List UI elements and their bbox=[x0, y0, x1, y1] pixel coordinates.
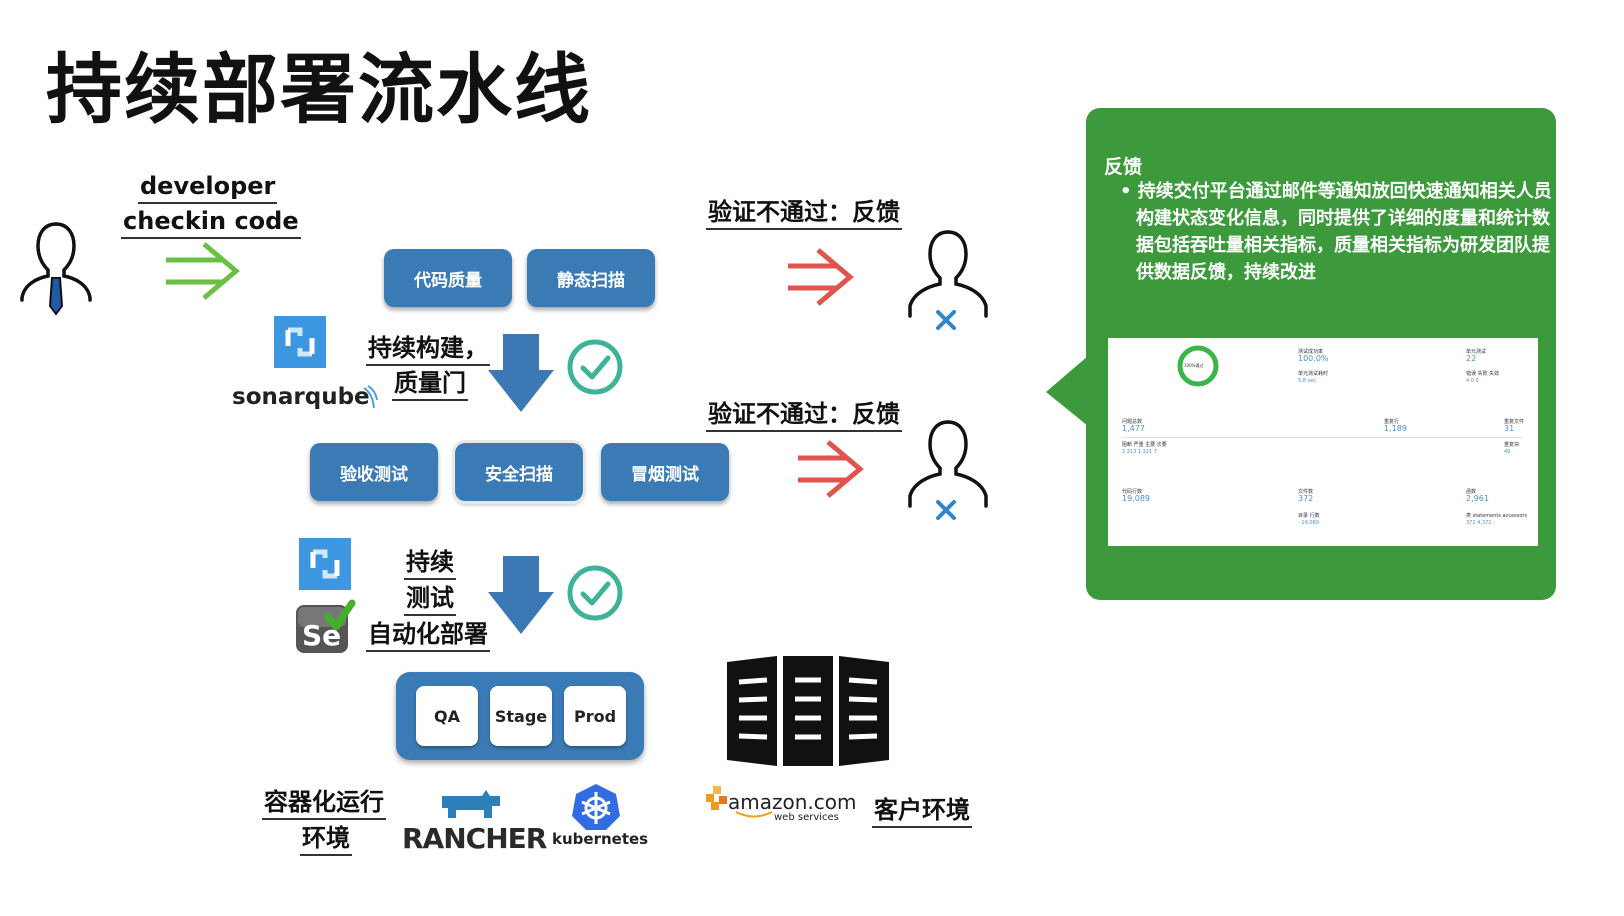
selenium-text: Se bbox=[302, 619, 341, 652]
page-title: 持续部署流水线 bbox=[46, 45, 592, 134]
kubernetes-helm-icon bbox=[572, 784, 620, 830]
fail-feedback-label-2: 验证不通过：反馈 bbox=[706, 400, 902, 432]
env-stage-tag: Stage bbox=[490, 686, 552, 746]
metric-label: 函数 bbox=[1466, 489, 1477, 495]
test-label-1: 持续 bbox=[404, 548, 456, 580]
aws-cubes-icon bbox=[706, 786, 727, 810]
feedback-panel: 反馈 • 持续交付平台通过邮件等通知放回快速通知相关人员构建状态变化信息，同时提… bbox=[1086, 108, 1556, 600]
acceptance-test-pill: 验收测试 bbox=[310, 443, 438, 501]
dashboard-divider bbox=[1122, 437, 1522, 438]
container-label-1: 容器化运行 bbox=[262, 788, 386, 820]
sonarqube-waves-icon bbox=[363, 385, 378, 409]
metric-label: 重复文件 bbox=[1504, 419, 1525, 425]
metric-value: 2,961 bbox=[1466, 494, 1489, 503]
red-arrow-2-icon bbox=[798, 440, 864, 498]
test-pass-gauge-icon bbox=[1177, 345, 1219, 387]
metric-sub-label: 重复块 bbox=[1504, 442, 1520, 448]
amazon-text: amazon.com bbox=[728, 790, 857, 814]
sonarqube-text: sonarqube bbox=[232, 384, 370, 410]
security-scan-pill: 安全扫描 bbox=[452, 440, 586, 504]
metric-value: 19,089 bbox=[1122, 494, 1150, 503]
down-arrow-2-icon bbox=[488, 556, 554, 634]
rejected-person-icon bbox=[908, 230, 988, 330]
feedback-text: • 持续交付平台通过邮件等通知放回快速通知相关人员构建状态变化信息，同时提供了详… bbox=[1120, 181, 1552, 283]
metric-label: 文件数 bbox=[1298, 489, 1314, 495]
code-quality-pill: 代码质量 bbox=[384, 249, 512, 307]
metric-sub-label: 类 statements accessors bbox=[1466, 513, 1528, 519]
ci-tool-logo-2-icon bbox=[299, 538, 351, 590]
metric-sub-value: 372 4,372 - bbox=[1466, 520, 1495, 526]
metric-value: 372 bbox=[1298, 494, 1314, 503]
metric-label: 测试成功率 bbox=[1298, 349, 1324, 355]
customer-env-label: 客户环境 bbox=[872, 796, 972, 828]
metric-value: 1,477 bbox=[1122, 424, 1145, 433]
rancher-cow-icon bbox=[442, 790, 500, 818]
feedback-title: 反馈 bbox=[1104, 156, 1143, 178]
smoke-test-pill: 冒烟测试 bbox=[601, 443, 729, 501]
metric-sub-value: 4 0 0 bbox=[1466, 378, 1479, 384]
metric-sub-label: 错误 失败 失效 bbox=[1466, 371, 1500, 377]
check-circle-icon bbox=[567, 339, 623, 395]
green-arrow-icon bbox=[166, 242, 240, 300]
metric-label: 代码行数 bbox=[1122, 489, 1143, 495]
metrics-dashboard: 100%通过 测试成功率 100.0% 单元测试耗时 5.8 sec 单元测试 … bbox=[1108, 338, 1538, 546]
metric-value: 22 bbox=[1466, 354, 1477, 363]
gauge-label: 100%通过 bbox=[1184, 363, 1204, 368]
metric-sub-value: 49 bbox=[1504, 449, 1511, 455]
env-qa-tag: QA bbox=[416, 686, 478, 746]
build-label-1: 持续构建， bbox=[366, 334, 490, 366]
developer-person-icon bbox=[20, 222, 92, 316]
red-arrow-icon bbox=[788, 248, 854, 306]
env-prod-tag: Prod bbox=[564, 686, 626, 746]
environment-box: QA Stage Prod bbox=[396, 672, 644, 760]
metric-sub-label: 阻断 严重 主要 次要 bbox=[1122, 442, 1167, 448]
sonarqube-logo: sonarqube bbox=[232, 384, 370, 410]
metric-sub-value: - 19,089 bbox=[1298, 520, 1319, 526]
metric-sub-value: 5.8 sec bbox=[1298, 378, 1316, 384]
rejected-person-2-icon bbox=[908, 420, 988, 520]
metric-value: 31 bbox=[1504, 424, 1515, 433]
test-label-2: 测试 bbox=[404, 584, 456, 616]
developer-label: developer bbox=[138, 172, 278, 204]
checkin-code-label: checkin code bbox=[121, 207, 301, 239]
metric-value: 1,189 bbox=[1384, 424, 1407, 433]
metric-value: 100.0% bbox=[1298, 354, 1329, 363]
selenium-logo-icon: Se bbox=[296, 599, 356, 653]
fail-feedback-label-1: 验证不通过：反馈 bbox=[706, 198, 902, 230]
amazon-smile-icon bbox=[735, 811, 773, 818]
feedback-body: 持续交付平台通过邮件等通知放回快速通知相关人员构建状态变化信息，同时提供了详细的… bbox=[1136, 181, 1552, 283]
aws-subtext: web services bbox=[774, 812, 839, 823]
down-arrow-icon bbox=[488, 334, 554, 412]
static-scan-pill: 静态扫描 bbox=[527, 249, 655, 307]
metric-sub-label: 目录 行数 bbox=[1298, 513, 1320, 519]
ci-tool-logo-icon bbox=[274, 316, 326, 368]
feedback-pointer bbox=[1046, 356, 1088, 426]
metric-sub-label: 单元测试耗时 bbox=[1298, 371, 1329, 377]
test-label-3: 自动化部署 bbox=[366, 620, 490, 652]
server-rack-icon bbox=[727, 656, 889, 766]
kubernetes-text: kubernetes bbox=[552, 830, 649, 848]
rancher-text: RANCHER bbox=[402, 822, 547, 855]
container-label-2: 环境 bbox=[300, 824, 352, 856]
metric-label: 重复行 bbox=[1384, 419, 1400, 425]
metric-label: 单元测试 bbox=[1466, 349, 1487, 355]
metric-label: 问题总数 bbox=[1122, 419, 1143, 425]
build-label-2: 质量门 bbox=[392, 369, 468, 401]
check-circle-2-icon bbox=[567, 565, 623, 621]
metric-sub-value: 2 213 1,321 7 bbox=[1122, 449, 1157, 455]
